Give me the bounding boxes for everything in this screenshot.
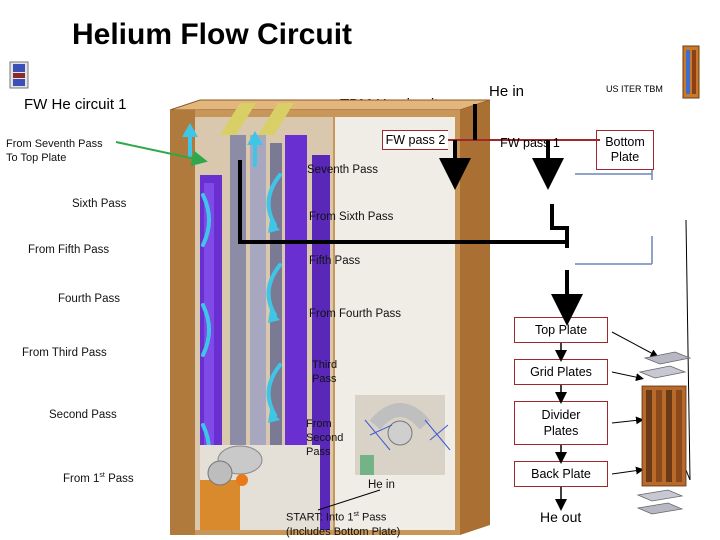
fw-circuit-heading: FW He circuit 1 xyxy=(24,96,127,113)
he-out-label: He out xyxy=(540,509,582,525)
us-iter-tbm-label: US ITER TBM xyxy=(606,84,663,94)
fourth-pass-label: Fourth Pass xyxy=(58,293,120,305)
start-line1-suffix: Pass xyxy=(358,511,387,524)
page-title: Helium Flow Circuit xyxy=(72,18,353,51)
third-pass-line2: Pass xyxy=(312,373,337,385)
third-pass-line1: Third xyxy=(312,359,338,371)
bottom-plate-line1: Bottom xyxy=(605,135,645,149)
he-in-small-label: He in xyxy=(368,479,395,491)
fw-pass-connector-line xyxy=(448,139,600,141)
start-line1-prefix: START: Into 1 xyxy=(286,511,354,524)
divider-plates-text: Divider Plates xyxy=(542,407,581,439)
from-second-line1: From xyxy=(306,418,332,430)
fifth-pass-label: Fifth Pass xyxy=(309,255,361,267)
bottom-plate-box: Bottom Plate xyxy=(596,130,654,170)
fw-pass-1-box: FW pass 1 xyxy=(500,136,560,150)
exploded-module-view xyxy=(630,350,710,520)
from-seventh-line2: To Top Plate xyxy=(6,152,67,164)
from-first-sup: st xyxy=(99,472,105,479)
fw-pass-2-box: FW pass 2 xyxy=(382,130,448,150)
start-line2: (Includes Bottom Plate) xyxy=(286,525,401,538)
start-line1-sup: st xyxy=(353,511,359,518)
bottom-plate-text: Bottom Plate xyxy=(605,135,645,165)
divider-line2: Plates xyxy=(543,424,579,438)
divider-line1: Divider xyxy=(541,408,581,422)
bottom-plate-line2: Plate xyxy=(610,150,640,164)
from-first-prefix: From 1 xyxy=(63,472,100,485)
top-plate-box: Top Plate xyxy=(514,317,608,343)
from-seventh-line1: From Seventh Pass xyxy=(6,138,103,150)
seventh-pass-label: Seventh Pass xyxy=(307,164,378,176)
back-plate-box: Back Plate xyxy=(514,461,608,487)
logo-icon xyxy=(8,60,32,90)
from-fourth-pass-label: From Fourth Pass xyxy=(309,308,402,320)
start-label: START: Into 1st Pass (Includes Bottom Pl… xyxy=(286,508,400,539)
from-second-line2: Second xyxy=(306,432,344,444)
from-sixth-pass-label: From Sixth Pass xyxy=(309,211,394,223)
grid-plates-box: Grid Plates xyxy=(514,359,608,385)
from-seventh-pass-label: From Seventh Pass To Top Plate xyxy=(6,137,103,165)
from-first-suffix: Pass xyxy=(104,472,134,485)
second-pass-label: Second Pass xyxy=(49,409,117,421)
sixth-pass-label: Sixth Pass xyxy=(72,198,127,210)
he-in-heading: He in xyxy=(489,83,525,100)
from-second-pass-label: From Second Pass xyxy=(306,417,343,459)
tbm-thumbnail-icon xyxy=(680,44,704,100)
from-fifth-pass-label: From Fifth Pass xyxy=(28,244,110,256)
from-second-line3: Pass xyxy=(306,446,331,458)
from-third-pass-label: From Third Pass xyxy=(22,347,107,359)
from-first-pass-label: From 1st Pass xyxy=(63,472,134,485)
divider-plates-box: Divider Plates xyxy=(514,401,608,445)
third-pass-label: Third Pass xyxy=(312,358,337,386)
